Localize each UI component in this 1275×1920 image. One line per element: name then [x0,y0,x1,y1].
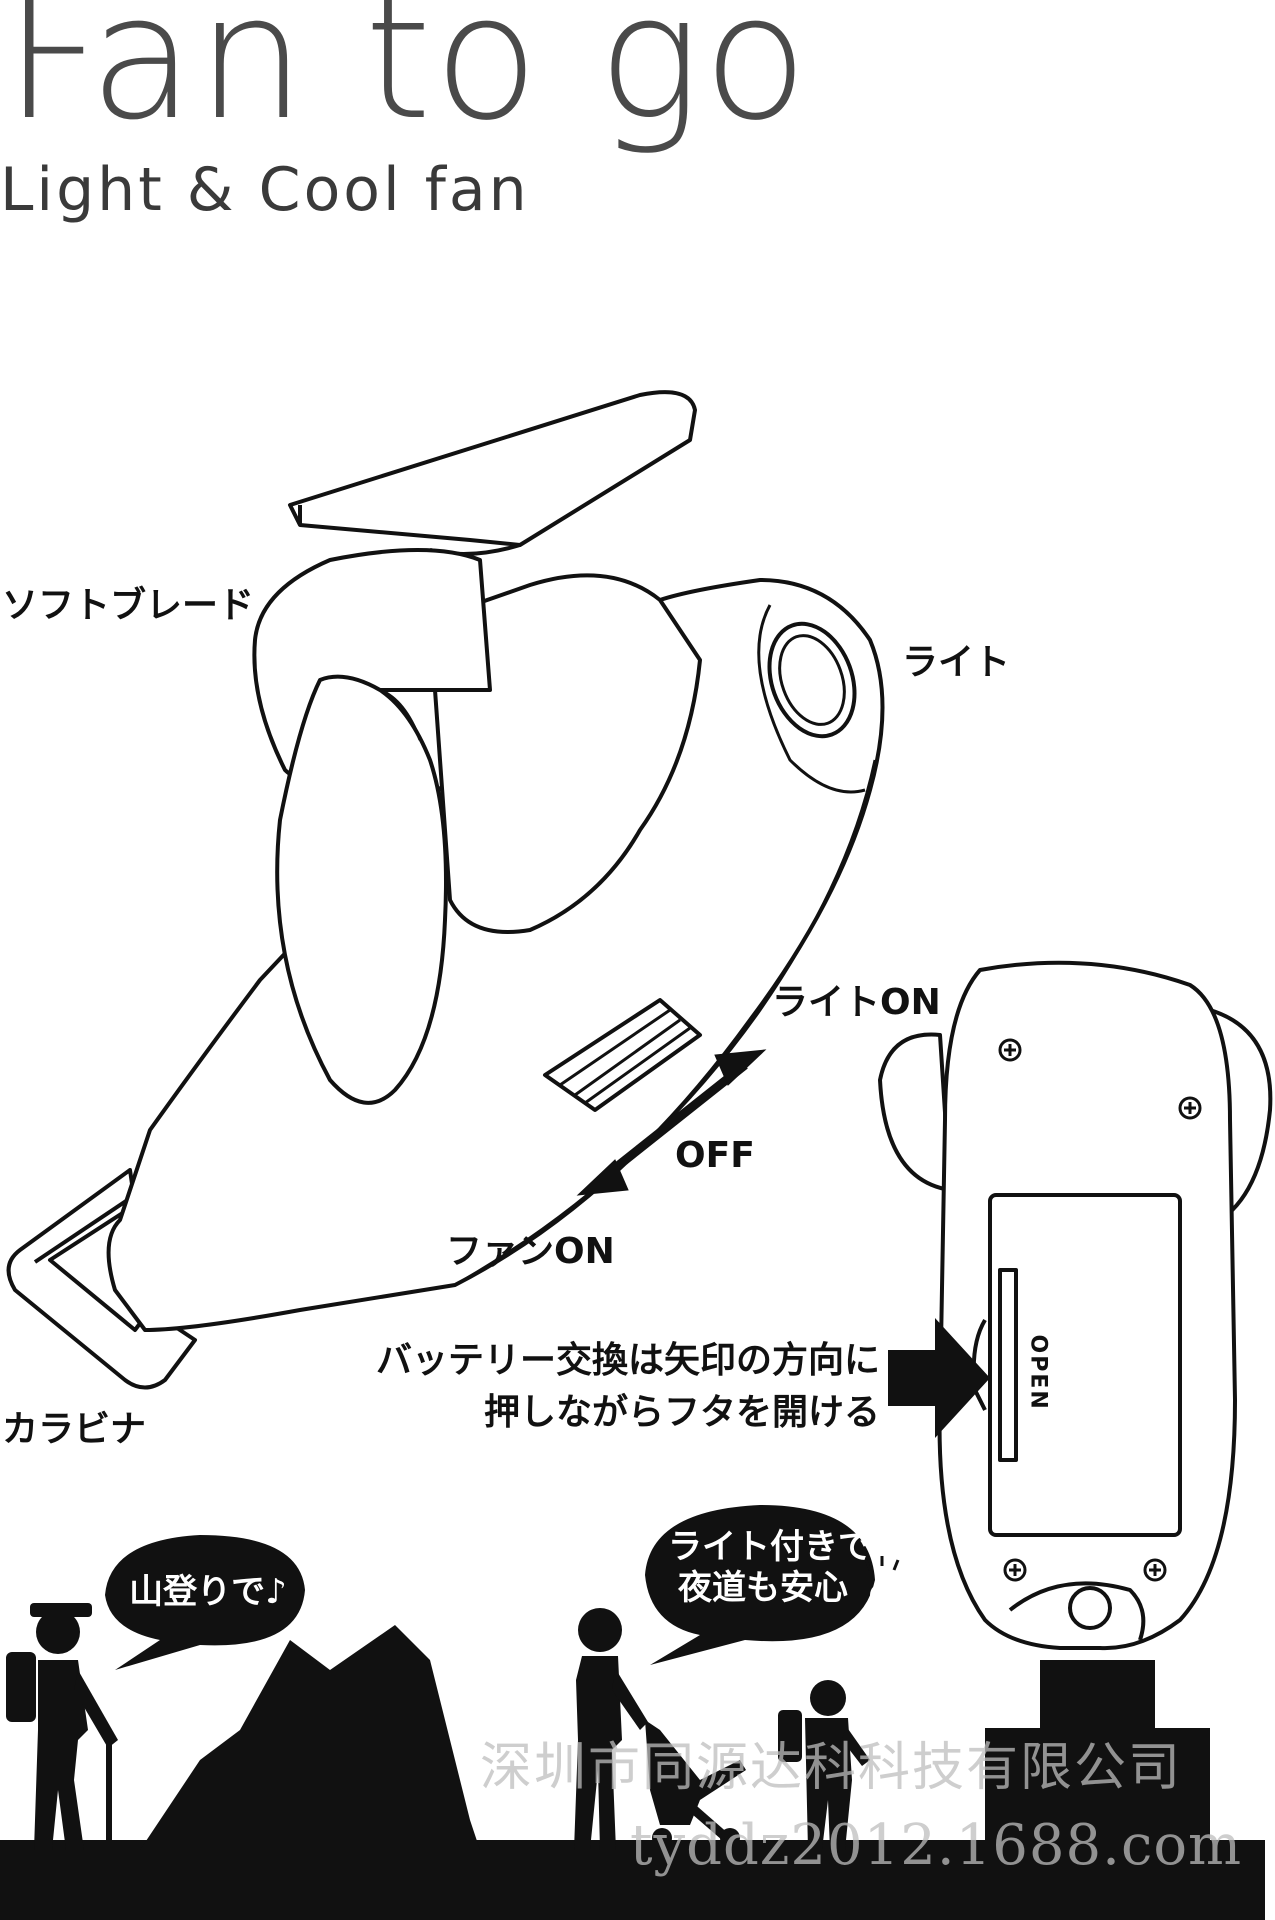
watermark-url: tyddz2012.1688.com [630,1813,1243,1878]
arrow-right-icon [888,1318,990,1438]
child-silhouette [778,1680,870,1850]
night-bubble-line2: 夜道も安心 [678,1567,848,1608]
soft-blade-label: ソフトブレード [2,585,255,626]
night-speech-bubble [645,1505,875,1665]
light-label: ライト [902,642,1011,683]
battery-note: バッテリー交換は矢印の方向に 押しながらフタを開ける [376,1335,880,1439]
night-bubble-line1: ライト付きで [668,1527,872,1567]
watermark-company: 深圳市同源达科科技有限公司 [480,1738,1183,1798]
front-blade [275,674,448,1105]
battery-note-line2: 押しながらフタを開ける [483,1392,880,1434]
hiking-speech-bubble [105,1535,305,1670]
top-blade [288,390,697,547]
switch-slider [543,998,702,1112]
motor-housing [428,573,702,934]
double-arrow-icon [576,1049,767,1196]
ground [0,1840,1265,1920]
battery-note-line1: バッテリー交換は矢印の方向に [375,1340,880,1381]
hiker-silhouette [6,1603,118,1850]
hiking-bubble-text: 山登りで♪ [129,1572,287,1612]
back-light-lens [1068,1586,1112,1630]
lightbulb-icon [864,1556,900,1618]
mountain-silhouette [140,1625,480,1850]
fan-body [106,578,885,1332]
stroller-silhouette [574,1608,746,1850]
product-title: Fan to go [4,0,811,158]
back-view-illustration [878,960,1273,1651]
carabiner-label: カラビナ [2,1409,147,1450]
off-label: OFF [675,1135,755,1176]
light-on-label: ライトON [772,982,941,1023]
open-label: OPEN [1025,1334,1051,1411]
building-silhouette [985,1660,1210,1850]
fan-on-label: ファンON [446,1231,615,1272]
screw-icon [998,1038,1202,1582]
product-subtitle: Light & Cool fan [0,155,530,225]
night-bubble-text: ライト付きで 夜道も安心 [668,1527,872,1609]
